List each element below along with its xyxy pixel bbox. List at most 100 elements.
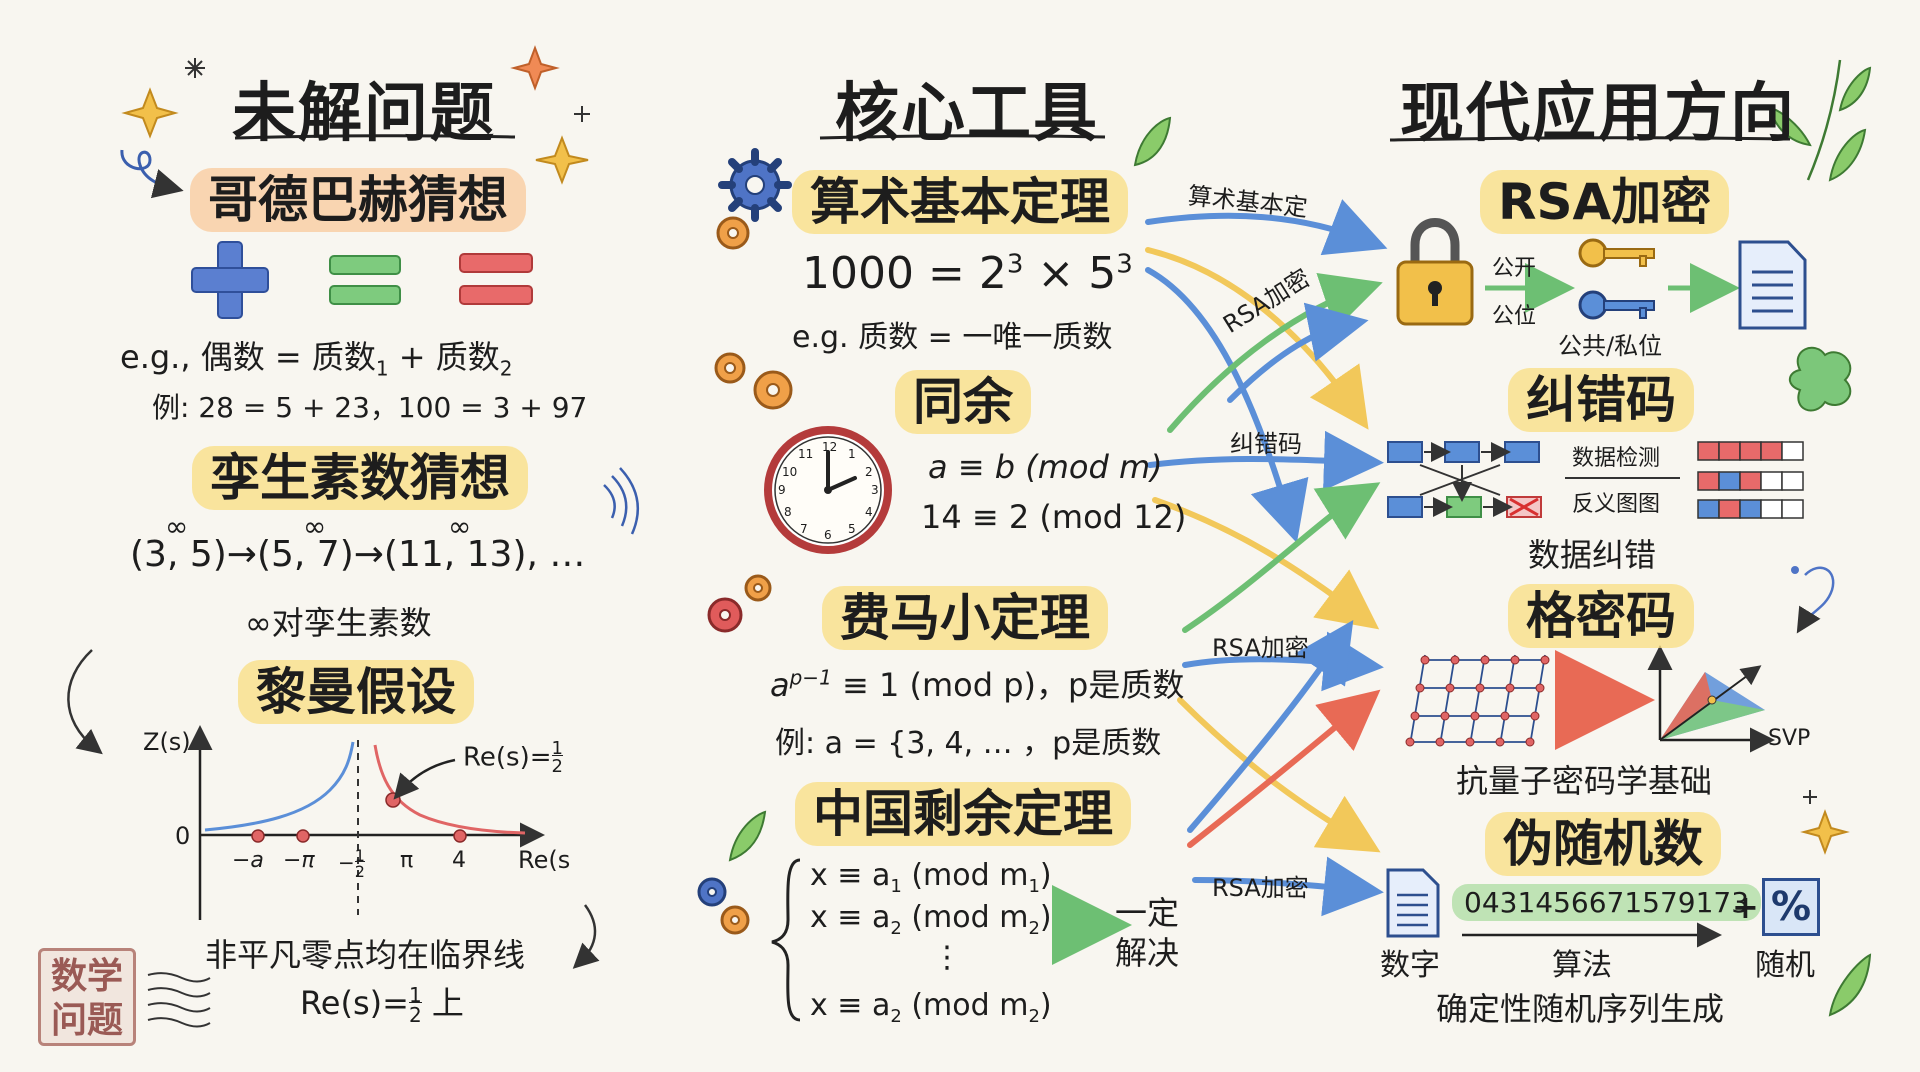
- fta-title: 算术基本定理: [792, 170, 1128, 234]
- column-title-unsolved: 未解问题: [232, 77, 496, 151]
- ecc-reverse-label: 反义图图: [1572, 492, 1661, 517]
- tick-pi: π: [400, 848, 414, 873]
- infinity-mark: ∞: [303, 510, 327, 543]
- ecc-title: 纠错码: [1508, 368, 1694, 432]
- percent-icon: %: [1762, 878, 1820, 936]
- tick-4: 4: [452, 848, 466, 873]
- crt-result-line2: 解决: [1115, 934, 1180, 972]
- math-problem-seal: 数学问题: [38, 948, 136, 1046]
- lattice-points: [1405, 655, 1550, 747]
- signal-waves-icon: [603, 467, 640, 535]
- twin-prime-sequence: (3, 5)→(5, 7)→(11, 13), …: [130, 534, 586, 575]
- random-number-pill: 0431456671579173: [1452, 884, 1762, 921]
- prng-digits-label: 数字: [1380, 948, 1440, 983]
- ecc-diagram: [1387, 441, 1542, 518]
- key-icon: [1578, 238, 1655, 268]
- lattice-grid: [1409, 654, 1546, 746]
- key-icon: [1578, 290, 1655, 320]
- annotation-arrow: [393, 758, 456, 800]
- arrow-label-rsa: RSA加密: [1212, 634, 1309, 662]
- sparkle-icon: [121, 45, 1850, 855]
- connector-arrows: [1145, 199, 1388, 917]
- curved-arrow-icon: [572, 904, 600, 969]
- riemann-caption-line1: 非平凡零点均在临界线: [205, 936, 526, 974]
- zero-point: [296, 829, 310, 843]
- lattice-caption: 抗量子密码学基础: [1456, 762, 1713, 800]
- crt-result-line1: 一定: [1115, 894, 1180, 932]
- fermat-example: 例: a = {3, 4, … ，p是质数: [775, 726, 1162, 761]
- infinity-mark: ∞: [165, 510, 189, 543]
- prng-random-label: 随机: [1755, 948, 1815, 983]
- riemann-x-label: Re(s: [518, 846, 571, 874]
- zero-point: [385, 792, 401, 808]
- ecc-detect-label: 数据检测: [1572, 446, 1661, 471]
- crt-equation-1: x ≡ a1 (mod m1): [810, 858, 1052, 897]
- twin-prime-title: 孪生素数猜想: [192, 446, 528, 510]
- clock-icon: [764, 426, 892, 554]
- congruence-example: 14 ≡ 2 (mod 12): [921, 498, 1187, 536]
- crt-title: 中国剩余定理: [795, 782, 1131, 846]
- ecc-links: [1419, 442, 1680, 517]
- lattice-title: 格密码: [1508, 584, 1694, 648]
- gear-icon: [716, 216, 750, 250]
- congruence-formula: a ≡ b (mod m): [928, 448, 1163, 486]
- leaf-icon: [728, 66, 1872, 1017]
- column-title-tools: 核心工具: [835, 77, 1099, 151]
- crt-equation-2: x ≡ a2 (mod m2): [810, 900, 1052, 939]
- crt-brace: [771, 858, 801, 1022]
- zero-point: [453, 829, 467, 843]
- fermat-formula: ap−1 ≡ 1 (mod p)，p是质数: [770, 665, 1185, 704]
- rsa-title: RSA加密: [1480, 170, 1730, 234]
- column-title-applications: 现代应用方向: [1400, 77, 1796, 151]
- fermat-title: 费马小定理: [822, 586, 1108, 650]
- goldbach-formula: e.g., 偶数 = 质数1 + 质数2: [120, 338, 513, 381]
- ecc-bit-grid: [1697, 441, 1804, 519]
- svp-diagram: [1647, 645, 1775, 753]
- ecc-caption: 数据纠错: [1528, 536, 1657, 574]
- goldbach-title: 哥德巴赫猜想: [190, 168, 526, 232]
- infinity-mark: ∞: [448, 510, 472, 543]
- riemann-title: 黎曼假设: [238, 660, 474, 724]
- gear-icon: [714, 352, 793, 410]
- congruence-title: 同余: [895, 370, 1031, 434]
- number-document-icon: [1386, 868, 1440, 938]
- blob-icon: [1788, 346, 1852, 412]
- zeta-curve-left: [204, 741, 355, 832]
- prng-plus: +: [1732, 888, 1759, 926]
- arrow-label-rsa: RSA加密: [1212, 874, 1309, 902]
- tick-neg-pi: −π: [283, 848, 315, 873]
- swirl-arrow-icon: [1796, 566, 1835, 634]
- leaf-stem: [1806, 59, 1842, 181]
- tick-neg-a: −a: [232, 848, 264, 873]
- document-icon: [1738, 240, 1807, 330]
- zeta-curve-right: [373, 744, 526, 835]
- svp-label: SVP: [1768, 726, 1811, 751]
- riemann-y-label: Z(s): [143, 728, 191, 756]
- gear-icon: [697, 877, 750, 935]
- fta-example: e.g. 质数 = 一唯一质数: [792, 320, 1113, 355]
- rsa-position-label: 公位: [1492, 304, 1537, 329]
- prng-caption: 确定性随机序列生成: [1436, 990, 1725, 1028]
- lock-icon: [1396, 218, 1474, 326]
- fta-formula: 1000 = 23 × 53: [802, 248, 1133, 299]
- curved-arrow-icon: [67, 649, 103, 755]
- crt-equation-3: x ≡ a2 (mod m2): [810, 988, 1052, 1027]
- crt-dots: ⋮: [932, 940, 962, 975]
- swirl-arrow-icon: [120, 149, 184, 199]
- plus-symbol-icon: [191, 241, 269, 319]
- hatch-lines: [147, 972, 211, 1028]
- prng-title: 伪随机数: [1485, 812, 1721, 876]
- equal-red-icon: [459, 253, 533, 305]
- rsa-keys-label: 公共/私位: [1558, 332, 1663, 360]
- gear-icon: [718, 148, 792, 222]
- prng-algorithm-label: 算法: [1552, 948, 1612, 983]
- equal-green-icon: [329, 255, 401, 305]
- zero-point: [251, 829, 265, 843]
- gear-icon: [707, 574, 772, 633]
- rsa-public-label: 公开: [1492, 256, 1537, 281]
- arrow-label-ecc: 纠错码: [1230, 430, 1302, 458]
